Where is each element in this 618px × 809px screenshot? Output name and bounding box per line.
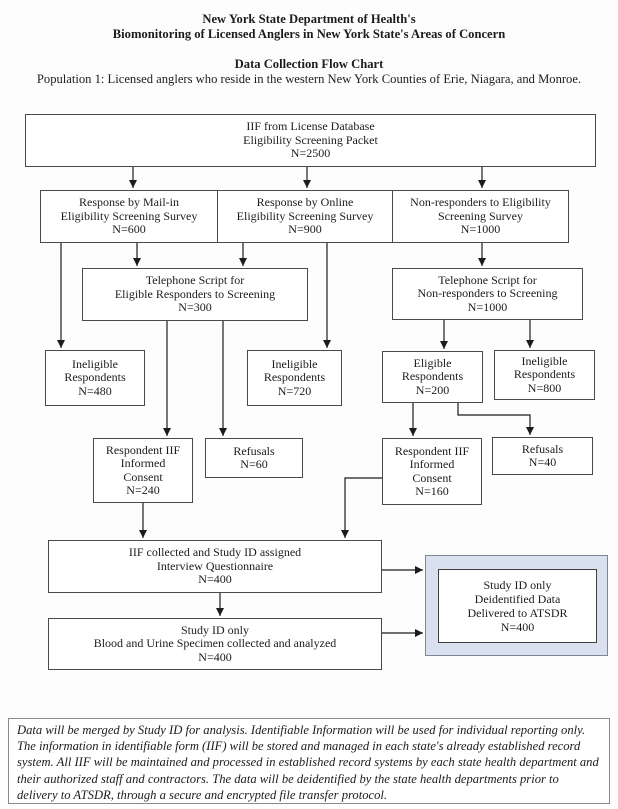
node-non-responders: Non-responders to Eligibility Screening …: [392, 190, 569, 243]
node-mail-in-response: Response by Mail-in Eligibility Screenin…: [40, 190, 218, 243]
node-consent-160: Respondent IIF Informed Consent N=160: [382, 438, 482, 505]
node-consent-240: Respondent IIF Informed Consent N=240: [93, 438, 193, 503]
node-iif-collected: IIF collected and Study ID assigned Inte…: [48, 540, 382, 593]
node-ineligible-480: Ineligible Respondents N=480: [45, 350, 145, 406]
title-org: New York State Department of Health's: [202, 12, 416, 26]
data-handling-footnote: Data will be merged by Study ID for anal…: [8, 718, 610, 804]
connector-eligible200-to-refusals40: [457, 403, 534, 435]
title-study: Biomonitoring of Licensed Anglers in New…: [112, 26, 506, 41]
node-phone-script-nonresponders: Telephone Script for Non-responders to S…: [392, 268, 583, 320]
node-ineligible-800: Ineligible Respondents N=800: [494, 350, 595, 400]
population-note: Population 1: Licensed anglers who resid…: [36, 71, 582, 86]
node-eligible-200: Eligible Respondents N=200: [382, 351, 483, 403]
connector-consent160-to-collected: [341, 477, 382, 538]
node-refusals-40: Refusals N=40: [492, 437, 593, 475]
page-header: New York State Department of Health's Bi…: [0, 12, 618, 86]
node-online-response: Response by Online Eligibility Screening…: [217, 190, 393, 243]
node-phone-script-eligible: Telephone Script for Eligible Responders…: [82, 268, 308, 321]
node-refusals-60: Refusals N=60: [205, 438, 303, 478]
node-iif-packet: IIF from License Database Eligibility Sc…: [25, 114, 596, 167]
node-ineligible-720: Ineligible Respondents N=720: [247, 350, 342, 406]
node-specimen-collected: Study ID only Blood and Urine Specimen c…: [48, 618, 382, 670]
chart-title: Data Collection Flow Chart: [234, 57, 384, 71]
node-atsdr-deidentified: Study ID only Deidentified Data Delivere…: [438, 569, 597, 643]
